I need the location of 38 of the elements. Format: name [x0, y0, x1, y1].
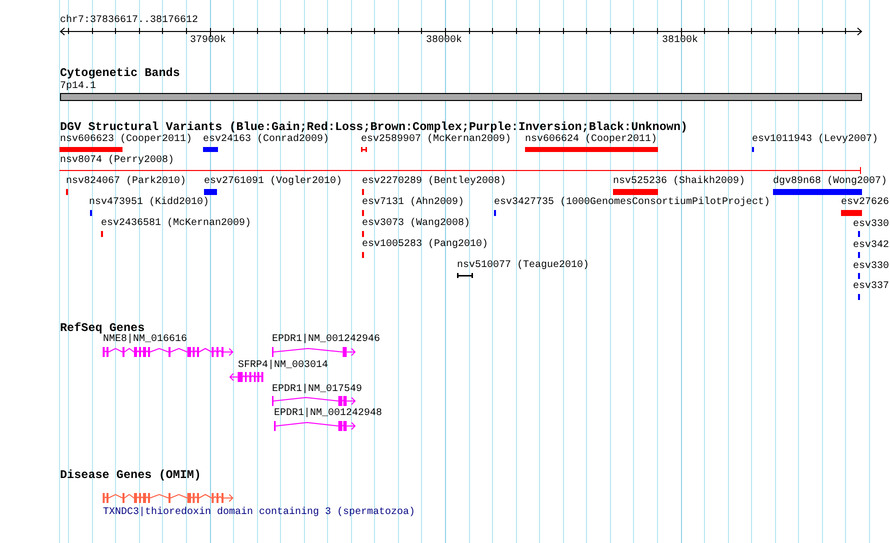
variant-label: esv1011943 (Levy2007)	[752, 134, 878, 146]
variant-label: esv3427735 (1000GenomesConsortiumPilotProject)	[494, 197, 770, 209]
gene-label: EPDR1|NM_001242946	[272, 334, 380, 346]
variant-label: nsv606624 (Cooper2011)	[525, 134, 658, 146]
tick-label: 37900k	[190, 35, 226, 47]
variant-label: esv1005283 (Pang2010)	[362, 239, 488, 251]
variant-label: esv27626	[841, 197, 890, 209]
variant-label: dgv89n68 (Wong2007)	[773, 176, 888, 188]
gene-label: SFRP4|NM_003014	[238, 360, 328, 372]
gene-label: NME8|NM_016616	[103, 334, 188, 346]
tick-label: 38000k	[426, 35, 462, 47]
variant-label: nsv8074 (Perry2008)	[60, 155, 174, 167]
location-title: chr7:37836617..38176612	[60, 15, 198, 27]
variant-label: esv3073 (Wang2008)	[362, 218, 470, 230]
variant-label: esv330	[853, 261, 890, 273]
variant-label: esv2270289 (Bentley2008)	[362, 176, 506, 188]
track-heading: Cytogenetic Bands	[60, 67, 180, 79]
variant-label: nsv525236 (Shaikh2009)	[613, 176, 746, 188]
variant-label: esv2436581 (McKernan2009)	[101, 218, 252, 230]
track-heading: DGV Structural Variants (Blue:Gain;Red:Loss;Brown:Complex;Purple:Inversion;Black:Unknown)	[60, 121, 688, 133]
tick-label: 38100k	[662, 35, 698, 47]
gene-label: EPDR1|NM_001242948	[274, 408, 382, 420]
track-heading: Disease Genes (OMIM)	[60, 469, 202, 481]
variant-label: esv2761091 (Vogler2010)	[204, 176, 342, 188]
variant-label: nsv510077 (Teague2010)	[457, 260, 590, 272]
variant-label: esv2589907 (McKernan2009)	[361, 134, 512, 146]
variant-label: esv24163 (Conrad2009)	[203, 134, 330, 146]
disease-gene-label: TXNDC3|thioredoxin domain containing 3 (spermatozoa)	[103, 507, 416, 519]
variant-label: nsv606623 (Cooper2011)	[60, 134, 192, 146]
variant-label: nsv473951 (Kidd2010)	[89, 197, 210, 209]
gene-label: EPDR1|NM_017549	[272, 384, 362, 396]
variant-label: esv7131 (Ahn2009)	[362, 197, 464, 209]
track-heading: RefSeq Genes	[60, 322, 145, 334]
variant-label: nsv824067 (Park2010)	[66, 176, 186, 188]
band-label: 7p14.1	[60, 81, 96, 93]
variant-label: esv330	[853, 219, 890, 231]
variant-label: esv337	[853, 281, 890, 293]
variant-label: esv342	[853, 240, 890, 252]
